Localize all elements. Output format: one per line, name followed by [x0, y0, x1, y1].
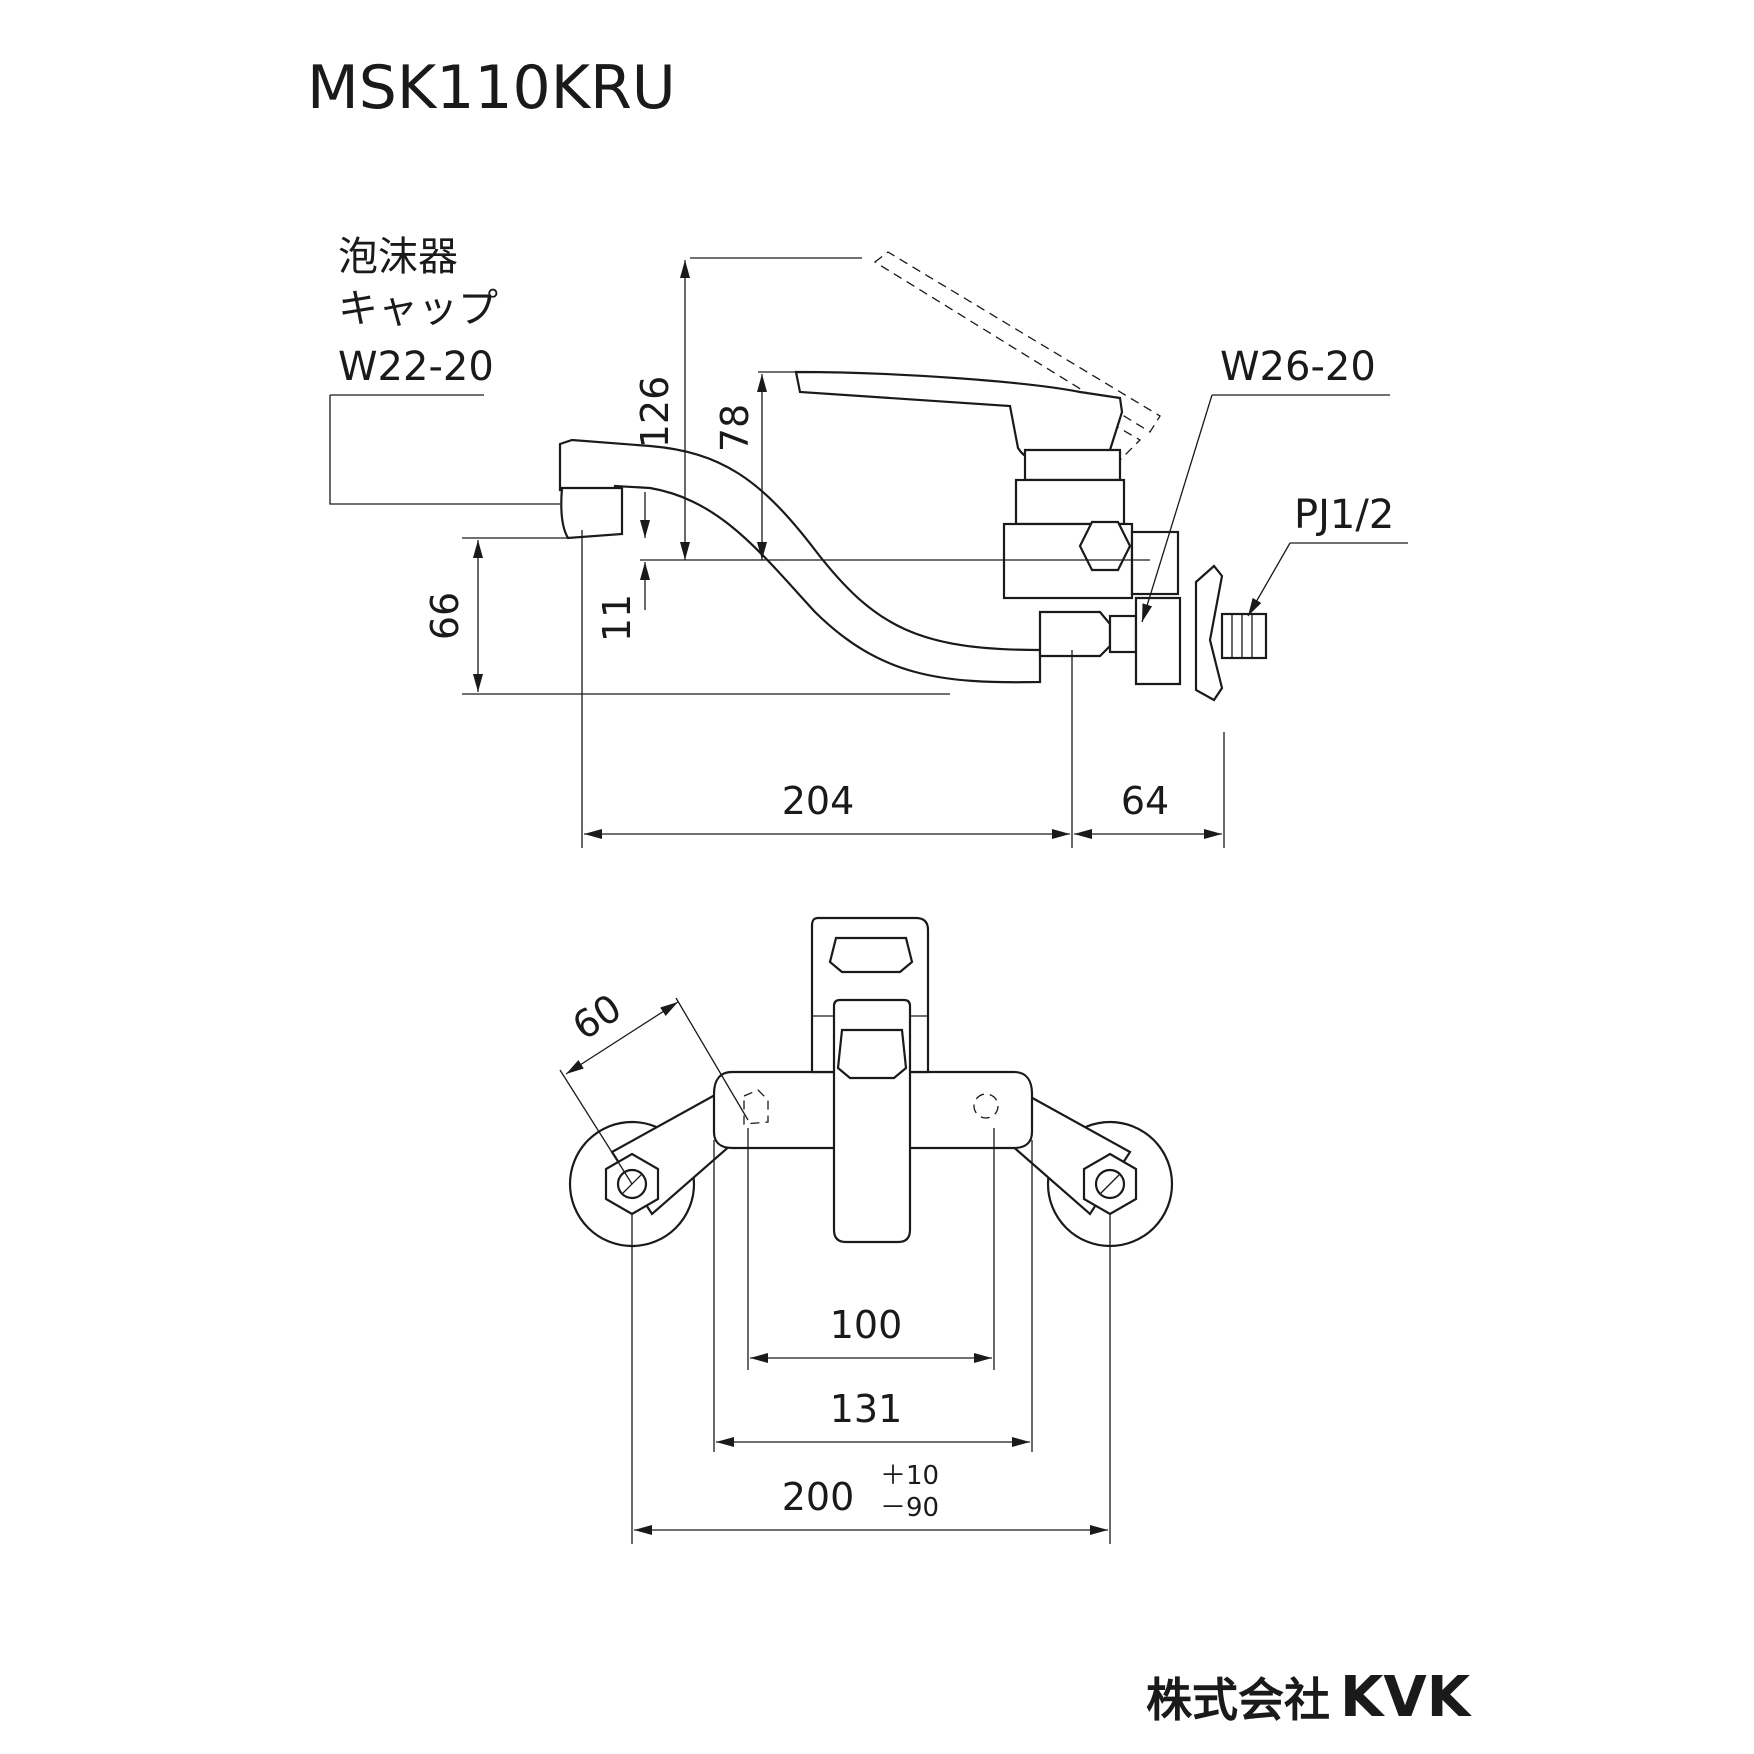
dim-spout-reach: 204: [782, 779, 855, 823]
lever-neck: [1023, 448, 1122, 482]
side-view: 126 78 66 11 204 64 泡沫器 キャップ W22-20 W26-…: [329, 234, 1408, 848]
valve-body: [1014, 478, 1126, 526]
wall-flange: [1194, 564, 1224, 702]
aerator: [560, 486, 624, 540]
dim-lever-height: 126: [633, 376, 677, 449]
cartridge-window: [828, 936, 914, 974]
valve-nut: [1078, 520, 1132, 572]
dim-spout-height: 66: [423, 592, 467, 640]
pipe-thread: [1220, 612, 1268, 660]
tolerance-plus: ＋10: [880, 1461, 939, 1491]
union-nut: [1108, 614, 1138, 654]
spout: [558, 438, 1042, 684]
label-pipe-thread: PJ1/2: [1294, 492, 1394, 538]
label-aerator-line2: キャップ: [338, 286, 498, 332]
front-view: 100 131 200 ＋10 －90 60: [559, 916, 1174, 1544]
brand-logo: KVK: [1340, 1665, 1473, 1730]
dim-wall-depth: 64: [1121, 779, 1169, 823]
model-title: MSK110KRU: [307, 53, 676, 123]
dim-center-distance: 200: [782, 1475, 855, 1519]
dim-lever-body-height: 78: [713, 404, 757, 452]
lower-union: [1038, 610, 1112, 658]
wall-bracket: [1134, 596, 1182, 686]
dim-spout-offset: 11: [595, 594, 639, 642]
dim-inner-span: 100: [830, 1303, 903, 1347]
brand-company: 株式会社: [1146, 1673, 1330, 1727]
dim-body-width: 131: [830, 1387, 903, 1431]
label-aerator-line1: 泡沫器: [338, 234, 458, 280]
valve-collar: [1130, 530, 1180, 596]
tolerance-minus: －90: [880, 1493, 939, 1523]
label-body-thread: W26-20: [1220, 344, 1376, 390]
label-aerator-thread: W22-20: [338, 344, 494, 390]
